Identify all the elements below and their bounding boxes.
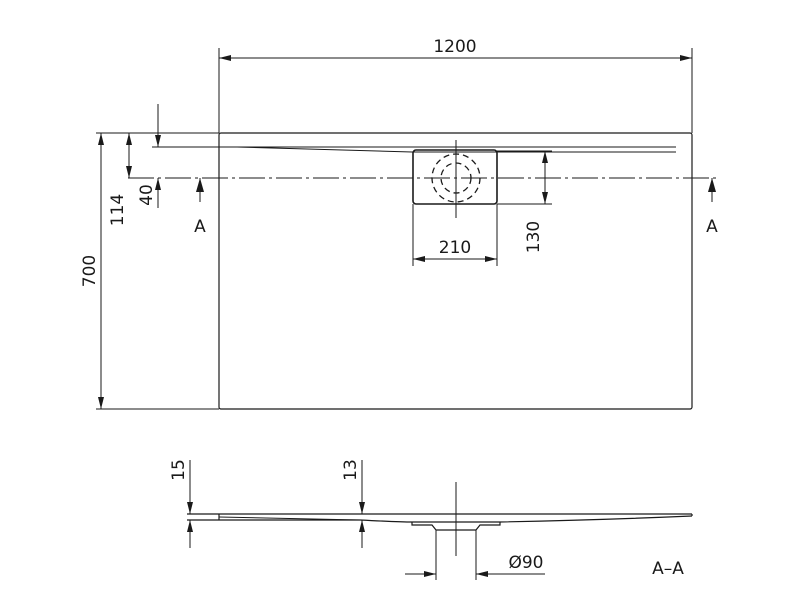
section-marker-left: A bbox=[194, 217, 206, 237]
offset-inner-arrow-top bbox=[155, 135, 161, 147]
drain-width-label: 210 bbox=[439, 238, 471, 258]
section-profile-bottom bbox=[187, 515, 693, 523]
width-label: 1200 bbox=[433, 37, 476, 57]
height-arrow-top bbox=[98, 133, 104, 145]
inner-thickness-arrow-bottom bbox=[359, 520, 365, 532]
inner-thickness-arrow-top bbox=[359, 502, 365, 514]
drain-width-arrow-left bbox=[413, 256, 425, 262]
section-title: A–A bbox=[652, 559, 684, 579]
section-marker-right: A bbox=[706, 217, 718, 237]
section-marker-right-arrow bbox=[708, 178, 716, 192]
diameter-arrow-right bbox=[476, 571, 488, 577]
offset-outer-arrow-top bbox=[126, 133, 132, 145]
drain-box bbox=[412, 149, 498, 205]
tray-outline bbox=[218, 132, 693, 410]
height-label: 700 bbox=[80, 255, 100, 287]
drain-height-label: 130 bbox=[524, 221, 544, 253]
height-arrow-bottom bbox=[98, 397, 104, 409]
diameter-label: Ø90 bbox=[508, 553, 543, 573]
section-marker-left-arrow bbox=[196, 178, 204, 192]
section-profile-slope bbox=[218, 516, 361, 521]
offset-inner-arrow-bottom bbox=[155, 178, 161, 190]
drain-height-arrow-bottom bbox=[542, 192, 548, 204]
thickness-label: 15 bbox=[169, 459, 189, 481]
width-arrow-right bbox=[680, 55, 692, 61]
offset-outer-label: 114 bbox=[108, 194, 128, 226]
width-arrow-left bbox=[219, 55, 231, 61]
plan-view: 1200 700 114 40 A A 210 bbox=[80, 37, 718, 410]
drain-height-arrow-top bbox=[542, 151, 548, 163]
section-view: Ø90 15 13 A–A bbox=[169, 459, 693, 580]
inner-thickness-label: 13 bbox=[341, 459, 361, 481]
thickness-arrow-bottom bbox=[187, 520, 193, 532]
drain-width-arrow-right bbox=[485, 256, 497, 262]
drain-channel-line-lower bbox=[236, 146, 676, 153]
offset-outer-arrow-bottom bbox=[126, 166, 132, 178]
offset-inner-label: 40 bbox=[137, 184, 157, 206]
diameter-arrow-left bbox=[424, 571, 436, 577]
thickness-arrow-top bbox=[187, 502, 193, 514]
